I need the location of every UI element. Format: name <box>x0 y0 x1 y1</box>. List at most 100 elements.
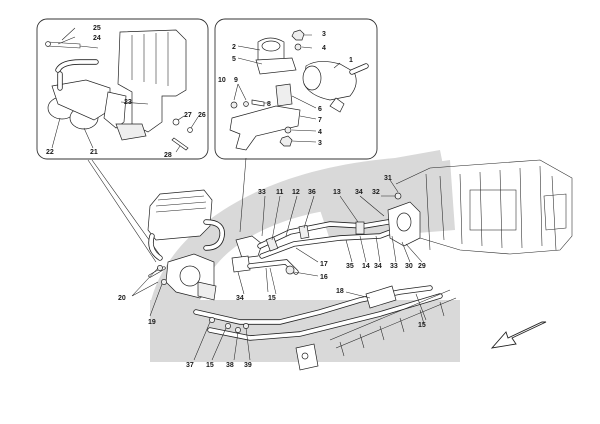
main-pump-bracket <box>231 255 251 273</box>
inset-right-pump-assembly: 3 4 2 5 1 10 9 8 6 7 4 3 <box>214 18 378 160</box>
callout-17: 17 <box>320 261 328 268</box>
clamp-20a <box>157 265 163 271</box>
callout-12: 12 <box>292 189 300 196</box>
hvac-side-module <box>543 193 567 231</box>
washer-10 <box>230 101 238 109</box>
callout-2: 2 <box>232 44 236 51</box>
bracket-ribs <box>131 32 169 86</box>
connector-plug <box>115 123 147 141</box>
pipe-connector-b <box>355 221 365 235</box>
rod-nut <box>45 41 51 47</box>
callout-4-bottom: 4 <box>318 129 322 136</box>
bolt-28 <box>171 137 189 151</box>
pump-inlet <box>329 97 345 113</box>
callout-35: 35 <box>346 263 354 270</box>
pipe-connector-c <box>265 236 279 252</box>
callout-33: 33 <box>258 189 266 196</box>
washer-4-top <box>294 43 302 51</box>
callout-19: 19 <box>148 319 156 326</box>
callout-34-top: 34 <box>355 189 363 196</box>
callout-32: 32 <box>372 189 380 196</box>
callout-24: 24 <box>93 35 101 42</box>
callout-3-top: 3 <box>322 31 326 38</box>
callout-10: 10 <box>218 77 226 84</box>
callout-1: 1 <box>349 57 353 64</box>
callout-27: 27 <box>184 112 192 119</box>
hvac-blower <box>469 189 517 231</box>
main-leaders <box>131 179 427 361</box>
callout-3-bottom: 3 <box>318 140 322 147</box>
engine-rail <box>295 289 457 371</box>
main-valve-cap <box>179 265 201 287</box>
expansion-tank <box>147 189 213 241</box>
callout-13: 13 <box>333 189 341 196</box>
inset-right-callouts: 3 4 2 5 1 10 9 8 6 7 4 3 <box>218 31 353 147</box>
callout-25: 25 <box>93 25 101 32</box>
callout-16: 16 <box>320 274 328 281</box>
clip-16 <box>285 265 295 275</box>
clamp-15 <box>225 323 231 329</box>
valve-bracket <box>117 29 187 133</box>
clamp-strap <box>255 57 297 75</box>
main-callouts: 33 11 12 36 13 34 32 31 35 14 34 33 30 2… <box>118 175 426 369</box>
rail-end-port <box>301 352 309 360</box>
pipe-connector-a <box>298 224 310 240</box>
callout-31: 31 <box>384 175 392 182</box>
front-direction-arrow-icon <box>490 321 547 349</box>
rubber-mount <box>275 83 293 107</box>
inset-right-leaders <box>233 34 341 143</box>
callout-39: 39 <box>244 362 252 369</box>
callout-38: 38 <box>226 362 234 369</box>
callout-11: 11 <box>276 189 284 196</box>
callout-36: 36 <box>308 189 316 196</box>
inset-left-valve-assembly: 25 24 23 22 21 27 26 28 <box>36 18 209 160</box>
callout-7: 7 <box>318 117 322 124</box>
callout-34-low: 34 <box>236 295 244 302</box>
callout-34-mid: 34 <box>374 263 382 270</box>
nut-26 <box>187 127 193 133</box>
clamp-37 <box>209 317 215 323</box>
callout-30: 30 <box>405 263 413 270</box>
callout-9: 9 <box>234 77 238 84</box>
callout-21: 21 <box>90 149 98 156</box>
pump-bracket <box>229 105 301 151</box>
callout-22: 22 <box>46 149 54 156</box>
main-pump <box>235 235 263 259</box>
clamp-39 <box>243 323 249 329</box>
callout-26: 26 <box>198 112 206 119</box>
callout-20: 20 <box>118 295 126 302</box>
nut-9 <box>243 101 249 107</box>
callout-8: 8 <box>267 101 271 108</box>
callout-5: 5 <box>232 56 236 63</box>
pipe-sleeve-18 <box>365 285 397 309</box>
hvac-housing <box>395 159 573 255</box>
clamp-38 <box>235 327 241 333</box>
tank-ribs <box>155 195 207 213</box>
clamp-20b <box>161 279 167 285</box>
callout-18: 18 <box>336 288 344 295</box>
callout-29: 29 <box>418 263 426 270</box>
bolt-8 <box>251 99 265 107</box>
callout-23: 23 <box>124 99 132 106</box>
main-assembly: 33 11 12 36 13 34 32 31 35 14 34 33 30 2… <box>118 159 573 371</box>
arrow-shape <box>490 321 547 349</box>
rail-body <box>329 289 457 349</box>
inset-left-callouts: 25 24 23 22 21 27 26 28 <box>46 25 206 159</box>
callout-28: 28 <box>164 152 172 159</box>
callout-15-mid: 15 <box>268 295 276 302</box>
pump-motor-end <box>302 65 322 91</box>
nut-3-top <box>291 29 305 41</box>
callout-15-right: 15 <box>418 322 426 329</box>
clamp-opening <box>261 40 281 52</box>
callout-4-top: 4 <box>322 45 326 52</box>
callout-33-mid: 33 <box>390 263 398 270</box>
heater-inlet <box>396 212 412 232</box>
callout-15-low: 15 <box>206 362 214 369</box>
callout-37: 37 <box>186 362 194 369</box>
hvac-outline <box>395 159 573 255</box>
rail-injectors <box>339 301 445 357</box>
main-valve-plug <box>197 281 217 301</box>
nut-3-bottom <box>279 135 293 147</box>
